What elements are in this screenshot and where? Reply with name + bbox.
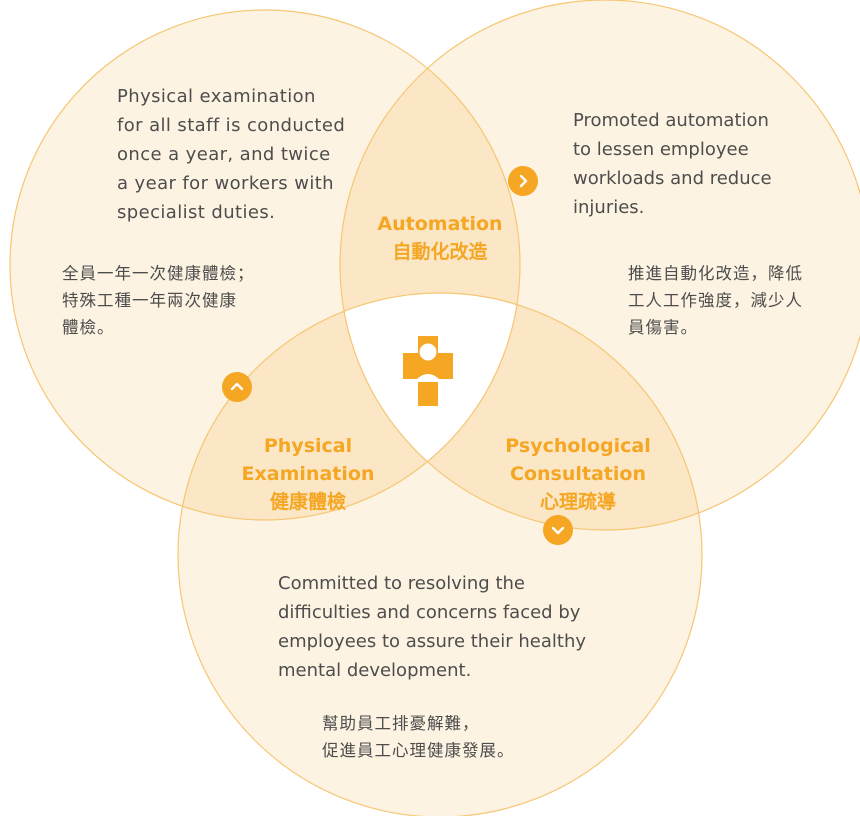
- physical-desc-en: Physical examination for all staff is co…: [117, 86, 346, 223]
- chevron-up-icon: [230, 382, 244, 391]
- automation-label: Automation 自動化改造: [360, 182, 520, 294]
- overlap-physical-psychological: [178, 293, 520, 520]
- psychological-desc-zh: 幫助員工排憂解難， 促進員工心理健康發展。: [322, 714, 515, 760]
- automation-chevron-button[interactable]: [508, 166, 538, 196]
- psychological-title-zh: 心理疏導: [539, 491, 616, 513]
- physical-chevron-button[interactable]: [222, 372, 252, 402]
- automation-title-zh: 自動化改造: [392, 241, 488, 263]
- automation-desc-zh: 推進自動化改造，降低 工人工作強度，減少人 員傷害。: [628, 264, 803, 337]
- psychological-title-en: Psychological Consultation: [505, 435, 651, 485]
- psychological-desc-en: Committed to resolving the difficulties …: [278, 573, 587, 681]
- physical-label: Physical Examination 健康體檢: [228, 404, 388, 544]
- physical-desc-zh: 全員一年一次健康體檢； 特殊工種一年兩次健康 體檢。: [62, 264, 255, 337]
- physical-title-zh: 健康體檢: [269, 491, 346, 513]
- automation-desc-en: Promoted automation to lessen employee w…: [573, 110, 772, 218]
- medical-cross-person-icon: [403, 336, 453, 406]
- physical-title-en: Physical Examination: [241, 435, 375, 485]
- chevron-right-icon: [519, 174, 528, 188]
- psychological-label: Psychological Consultation 心理疏導: [488, 404, 668, 544]
- psychological-chevron-button[interactable]: [543, 515, 573, 545]
- chevron-down-icon: [551, 526, 565, 535]
- automation-title-en: Automation: [377, 213, 503, 235]
- overlap-automation-psychological: [340, 293, 702, 530]
